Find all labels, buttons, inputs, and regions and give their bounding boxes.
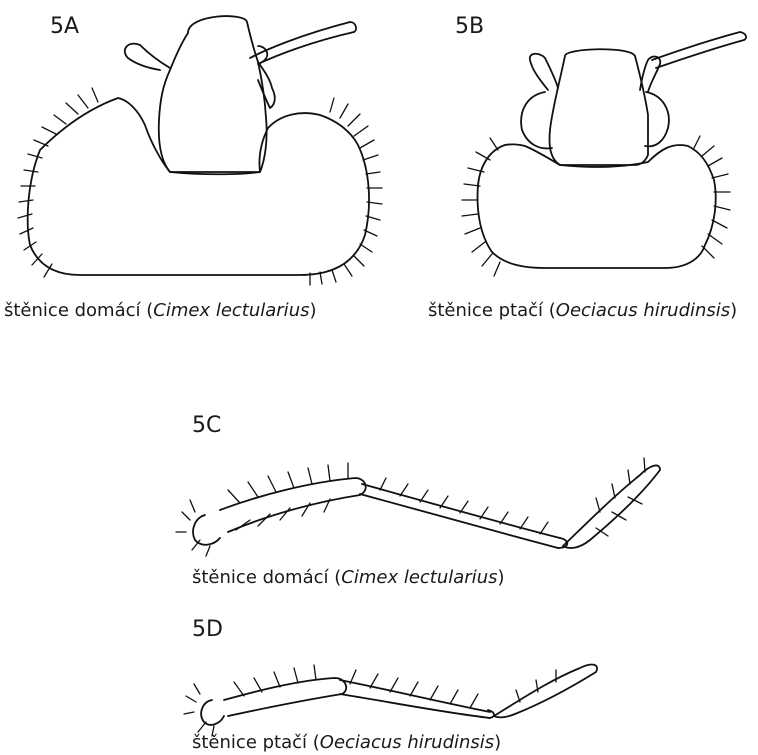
- caption-5a-latin: Cimex lectularius: [153, 300, 309, 321]
- caption-5b: štěnice ptačí (Oeciacus hirudinsis): [428, 300, 737, 321]
- setae-5c: [228, 458, 645, 536]
- oeciacus-pronotum-drawing: [462, 32, 746, 276]
- caption-5c: štěnice domácí (Cimex lectularius): [192, 567, 505, 588]
- caption-5b-common: štěnice ptačí: [428, 300, 543, 321]
- caption-5b-latin: Oeciacus hirudinsis: [556, 300, 730, 321]
- caption-5d: štěnice ptačí (Oeciacus hirudinsis): [192, 732, 501, 753]
- cimex-leg-drawing: [176, 458, 660, 556]
- caption-5c-common: štěnice domácí: [192, 567, 329, 588]
- caption-5d-latin: Oeciacus hirudinsis: [320, 732, 494, 753]
- caption-5d-common: štěnice ptačí: [192, 732, 307, 753]
- oeciacus-leg-drawing: [184, 665, 597, 736]
- caption-5a-common: štěnice domácí: [4, 300, 141, 321]
- caption-5a: štěnice domácí (Cimex lectularius): [4, 300, 317, 321]
- cimex-pronotum-drawing: [18, 16, 382, 285]
- setae-5b: [462, 136, 730, 276]
- caption-5c-latin: Cimex lectularius: [341, 567, 497, 588]
